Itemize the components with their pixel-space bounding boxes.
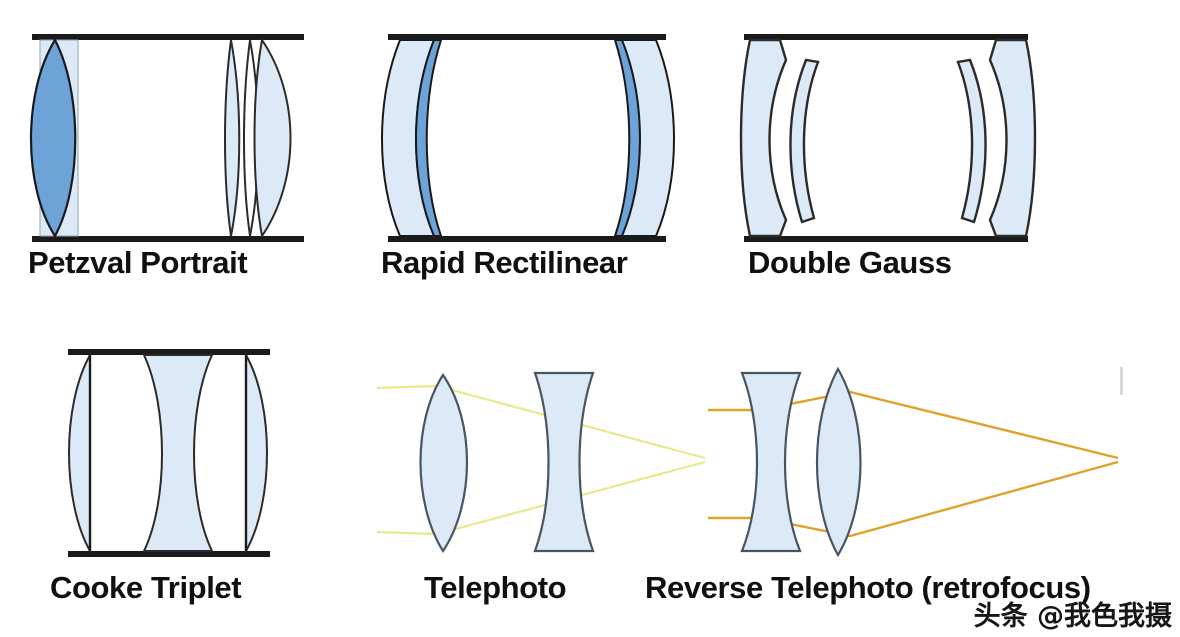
- aperture-bar-bottom: [68, 551, 270, 557]
- cooke-triplet-diagram: [68, 349, 270, 557]
- caption-telephoto: Telephoto: [424, 570, 567, 605]
- double-gauss-diagram: [739, 34, 1037, 242]
- panel-petzval-portrait: [18, 30, 318, 250]
- aperture-bar-top: [32, 34, 304, 40]
- panel-telephoto: [375, 355, 720, 565]
- lens-element-2: [815, 366, 862, 558]
- lens-element-1: [419, 373, 469, 554]
- panel-cooke-triplet: [60, 345, 320, 565]
- aperture-bar-bottom: [388, 236, 666, 242]
- ray-lower: [708, 460, 1119, 538]
- caption-rapid-rectilinear: Rapid Rectilinear: [381, 245, 628, 280]
- lens-element-5: [253, 37, 292, 239]
- lens-element-1: [739, 38, 788, 238]
- aperture-bar-top: [68, 349, 270, 355]
- lens-element-1: [30, 37, 77, 239]
- ray-upper: [708, 390, 1119, 460]
- caption-double-gauss: Double Gauss: [748, 245, 952, 280]
- aperture-bar-bottom: [744, 236, 1028, 242]
- caption-reverse-telephoto: Reverse Telephoto (retrofocus): [645, 570, 1091, 605]
- aperture-bar-top: [388, 34, 666, 40]
- lens-element-2: [533, 371, 595, 553]
- lens-element-1: [740, 371, 802, 553]
- caption-petzval-portrait: Petzval Portrait: [28, 245, 248, 280]
- lens-element-4: [620, 39, 675, 237]
- reverse-telephoto-diagram: [708, 366, 1119, 558]
- aperture-bar-bottom: [32, 236, 304, 242]
- ray-bundle: [708, 390, 1119, 538]
- panel-rapid-rectilinear: [378, 30, 678, 250]
- caption-cooke-triplet: Cooke Triplet: [50, 570, 242, 605]
- telephoto-diagram: [376, 371, 706, 554]
- lens-element-2: [142, 354, 214, 552]
- lens-element-3: [224, 39, 241, 237]
- lens-element-1: [68, 351, 91, 555]
- panel-double-gauss: [738, 30, 1038, 250]
- petzval-portrait-diagram: [30, 34, 304, 242]
- lens-element-4: [988, 38, 1037, 238]
- aperture-bar-top: [744, 34, 1028, 40]
- rapid-rectilinear-diagram: [381, 34, 675, 242]
- panel-reverse-telephoto: [700, 355, 1150, 565]
- lens-element-3: [956, 58, 987, 224]
- edge-tick-mark: [1120, 367, 1123, 395]
- watermark-text: 头条 @我色我摄: [973, 601, 1172, 632]
- lens-element-2: [789, 58, 820, 224]
- lens-element-3: [245, 351, 268, 555]
- lens-element-2: [415, 39, 443, 237]
